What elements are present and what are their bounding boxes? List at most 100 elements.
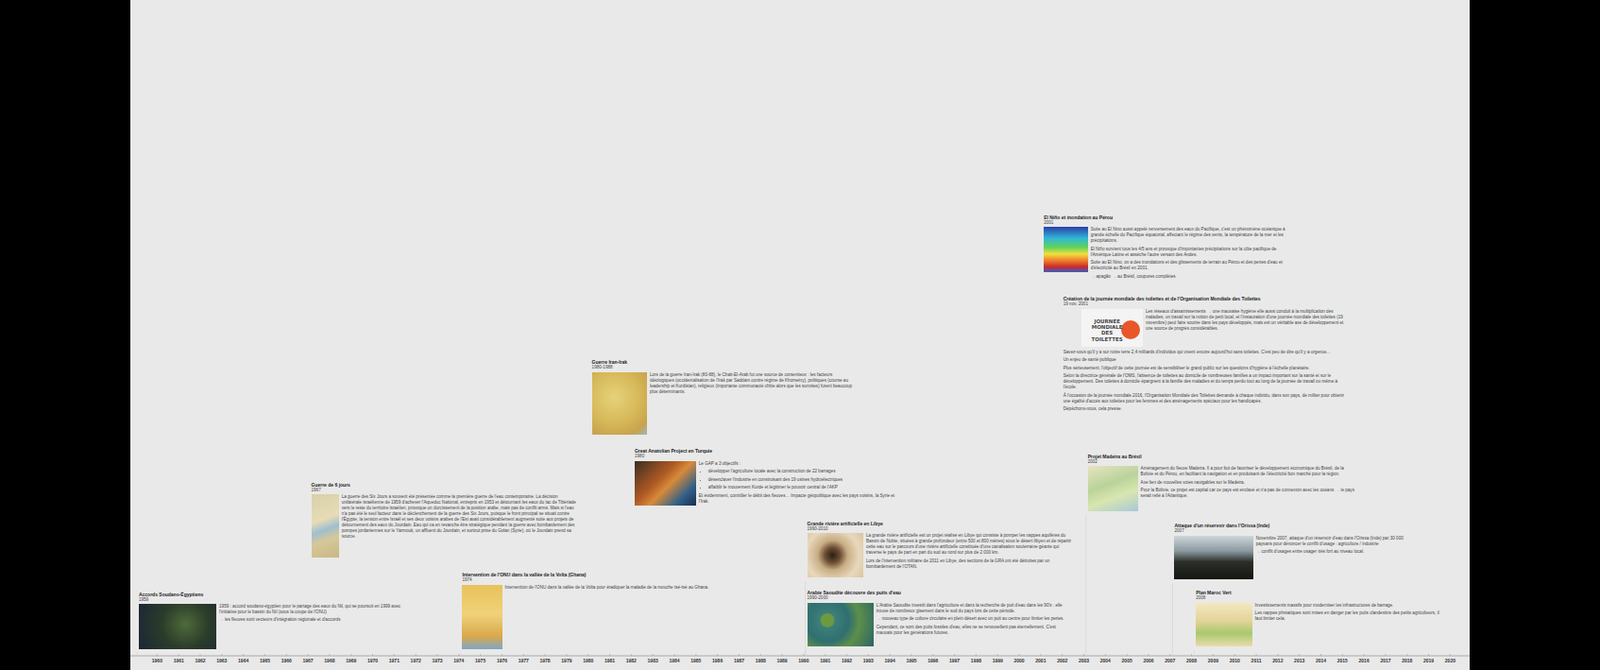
year-label: 1991: [819, 657, 831, 664]
year-label: 2018: [1401, 657, 1413, 664]
event-box: Guerre Iran-Irak1980-1988Lors de la guer…: [592, 358, 855, 437]
event-box: Accords Soudano-Égyptiens19591959 : acco…: [138, 591, 404, 652]
event-date: 2002: [1088, 459, 1356, 465]
year-tick: [1126, 653, 1128, 656]
year-label: 1966: [281, 657, 292, 664]
event-box: Arabie Saoudite découvre des puits d'eau…: [807, 589, 1073, 649]
year-label: 1995: [905, 657, 917, 664]
year-tick: [824, 653, 826, 656]
event-date: 1967: [311, 487, 579, 494]
year-tick: [1449, 653, 1451, 656]
year-tick: [501, 653, 503, 656]
year-tick: [544, 653, 546, 656]
event-row: Investissements massifs pour moderniser …: [1195, 602, 1447, 647]
event-text: Suite au El Nino aussi appelé renverseme…: [1090, 226, 1295, 282]
year-label: 2004: [1100, 657, 1111, 664]
year-tick: [846, 653, 848, 656]
event-body: Lors de la guerre Iran-Irak (80-88), le …: [649, 372, 854, 395]
guide-line: [136, 652, 137, 656]
year-label: 1961: [173, 657, 185, 664]
year-tick: [673, 653, 675, 656]
event-date: 1959: [138, 596, 404, 603]
event-body: → apagão → au Brésil, coupures complètes: [1090, 273, 1295, 280]
event-date: 1980-1988: [592, 364, 855, 371]
event-title: El Niño et inondation au Pérou: [1043, 214, 1295, 221]
event-text: Lors de la guerre Iran-Irak (80-88), le …: [649, 372, 854, 397]
year-tick: [307, 653, 309, 656]
year-tick: [630, 653, 632, 656]
year-label: 1999: [992, 657, 1004, 664]
event-body: L'Arabie Saoudite investit dans l'agricu…: [876, 602, 1073, 614]
event-date: 1990-2010: [807, 526, 1076, 532]
year-tick: [393, 653, 395, 656]
event-date: 2008: [1195, 595, 1447, 601]
event-body: Plus sérieusement, l'objectif de cette j…: [1063, 365, 1351, 372]
year-label: 2001: [1035, 657, 1046, 664]
event-picture: [807, 532, 864, 577]
year-label: 1971: [389, 657, 400, 664]
year-label: 1960: [152, 657, 163, 664]
year-label: 2002: [1056, 657, 1068, 664]
year-tick: [738, 653, 740, 656]
year-tick: [1019, 653, 1021, 656]
year-label: 1985: [690, 657, 701, 664]
year-label: 1970: [367, 657, 378, 664]
year-label: 2015: [1337, 657, 1348, 664]
event-date: 2001: [1043, 220, 1295, 226]
event-body: Investissements massifs pour moderniser …: [1255, 602, 1447, 609]
year-tick: [221, 653, 222, 656]
event-text: L'Arabie Saoudite investit dans l'agricu…: [876, 602, 1073, 638]
event-box: Guerre de 6 jours1967La guerre des Six J…: [311, 481, 579, 561]
year-tick: [1342, 653, 1344, 656]
year-tick: [910, 653, 912, 656]
year-tick: [1105, 653, 1107, 656]
event-row: 1959 : accord soudano-égyptien pour le p…: [138, 603, 404, 649]
event-text: Les réseaux d'assainissements → une mauv…: [1145, 308, 1350, 334]
event-row: Suite au El Nino aussi appelé renverseme…: [1043, 226, 1295, 282]
event-text: 1959 : accord soudano-égyptien pour le p…: [219, 603, 404, 626]
year-tick: [1039, 653, 1041, 656]
event-title: Guerre Iran-Irak: [592, 358, 855, 365]
year-tick: [953, 653, 955, 656]
event-picture: [311, 493, 340, 558]
event-body: Axe lien de nouvelles voies navigables s…: [1140, 479, 1356, 486]
year-tick: [1212, 653, 1214, 656]
year-label: 2019: [1423, 657, 1434, 664]
event-row: La guerre des Six Jours a souvent été pr…: [311, 493, 579, 558]
event-text: La grande rivière artificielle est un pr…: [866, 532, 1076, 572]
year-label: 1976: [496, 657, 508, 664]
event-date: 19 nov. 2001: [1063, 301, 1351, 307]
year-tick: [436, 653, 438, 656]
year-label: 1987: [733, 657, 745, 664]
year-tick: [1276, 653, 1278, 656]
event-text: Aménagement du fleuve Madeira. Il a pour…: [1140, 465, 1356, 501]
event-picture: [138, 603, 217, 649]
event-body: → conflit d'usages entre usager très for…: [1256, 548, 1405, 555]
year-label: 2012: [1272, 657, 1283, 664]
year-tick: [782, 653, 783, 656]
year-label: 2020: [1445, 657, 1456, 664]
event-title: Guerre de 6 jours: [311, 481, 579, 488]
event-box: Great Anatolian Project en Turquie1980Le…: [634, 447, 899, 510]
event-body: → les fleuves sont vecteurs d'intégratio…: [219, 616, 404, 623]
event-picture: [634, 460, 697, 507]
year-tick: [523, 653, 525, 656]
year-label: 1975: [475, 657, 486, 664]
event-box: Plan Maroc Vert2008Investissements massi…: [1195, 589, 1447, 649]
event-row: Intervention de l'ONU dans la vallée de …: [461, 584, 709, 649]
event-body: Un enjeu de santé publique: [1063, 357, 1351, 363]
year-tick: [156, 653, 158, 656]
year-tick: [868, 653, 869, 656]
event-body: La guerre des Six Jours a souvent été pr…: [341, 493, 579, 540]
year-tick: [889, 653, 891, 656]
year-label: 2007: [1164, 657, 1175, 664]
year-tick: [716, 653, 718, 656]
year-tick: [1169, 653, 1171, 656]
guide-line: [1172, 582, 1174, 656]
event-body: Le GAP a 3 objectifs :: [698, 460, 899, 467]
year-tick: [1320, 653, 1322, 656]
year-tick: [587, 653, 589, 656]
event-body: Novembre 2007, attaque d'un réservoir d'…: [1256, 535, 1405, 547]
year-tick: [652, 653, 654, 656]
event-title: Attaque d'un réservoir dans l'Orissa (In…: [1174, 522, 1404, 528]
